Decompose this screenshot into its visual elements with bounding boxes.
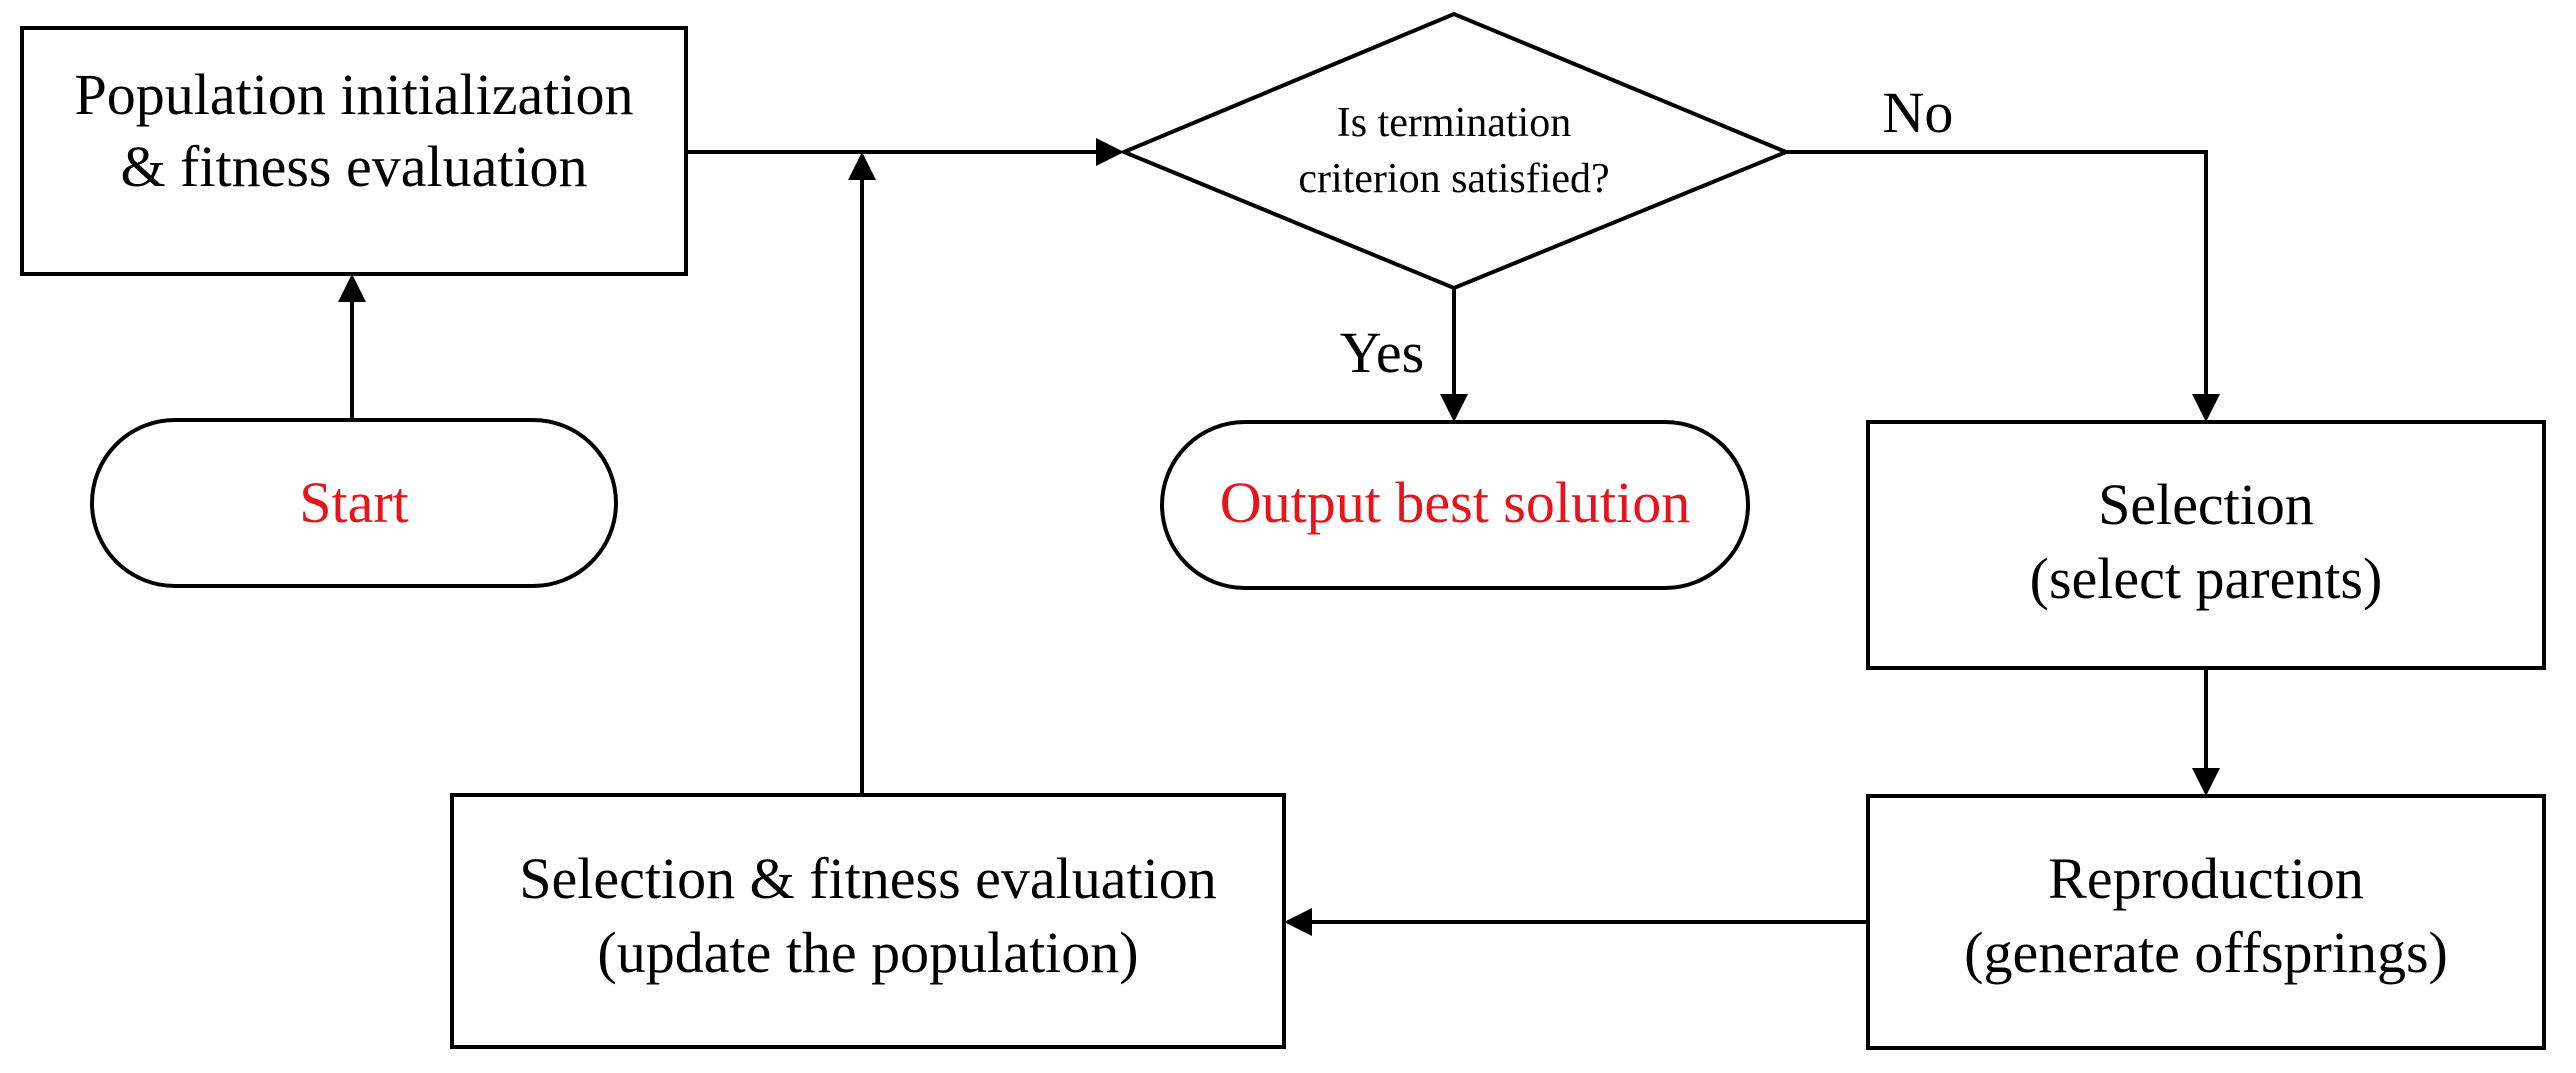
node-start: Start (90, 418, 618, 588)
init-label-line1: Population initialization (75, 62, 634, 127)
start-label: Start (299, 470, 409, 535)
arrowhead-down-selection (2192, 394, 2220, 422)
arrowhead-up-loop (848, 152, 876, 180)
node-reproduction: Reproduction (generate offsprings) (1866, 794, 2546, 1050)
arrowhead-up-init (338, 274, 366, 302)
node-population-init: Population initialization & fitness eval… (20, 26, 688, 276)
decision-diamond (1118, 11, 1792, 291)
selection-box (1866, 420, 2546, 670)
init-box (20, 26, 688, 276)
reproduction-label-line1: Reproduction (2048, 846, 2364, 911)
decision-label-line1: Is termination (1337, 100, 1571, 146)
selection-label-line2: (select parents) (2030, 546, 2383, 611)
reproduction-box (1866, 794, 2546, 1050)
start-terminal (90, 418, 618, 588)
node-output: Output best solution (1160, 420, 1750, 590)
arrowhead-right-decision (1096, 138, 1124, 166)
node-selection: Selection (select parents) (1866, 420, 2546, 670)
selection-label-line1: Selection (2098, 472, 2314, 537)
edge-label-yes: Yes (1340, 320, 1424, 385)
update-box (450, 793, 1286, 1049)
node-decision: Is termination criterion satisfied? (1118, 11, 1792, 291)
output-label: Output best solution (1220, 470, 1690, 535)
arrowhead-down-reproduction (2192, 768, 2220, 796)
decision-label-line2: criterion satisfied? (1298, 156, 1609, 202)
arrowhead-down-output (1440, 394, 1468, 422)
node-update-population: Selection & fitness evaluation (update t… (450, 793, 1286, 1049)
update-label-line1: Selection & fitness evaluation (519, 846, 1216, 911)
update-label-line2: (update the population) (597, 920, 1138, 985)
init-label-line2: & fitness evaluation (120, 134, 587, 199)
edge-label-no: No (1883, 80, 1954, 145)
reproduction-label-line2: (generate offsprings) (1964, 920, 2448, 985)
edge-decision-to-selection (1786, 150, 2208, 396)
arrowhead-left-update (1284, 908, 1312, 936)
output-terminal (1160, 420, 1750, 590)
